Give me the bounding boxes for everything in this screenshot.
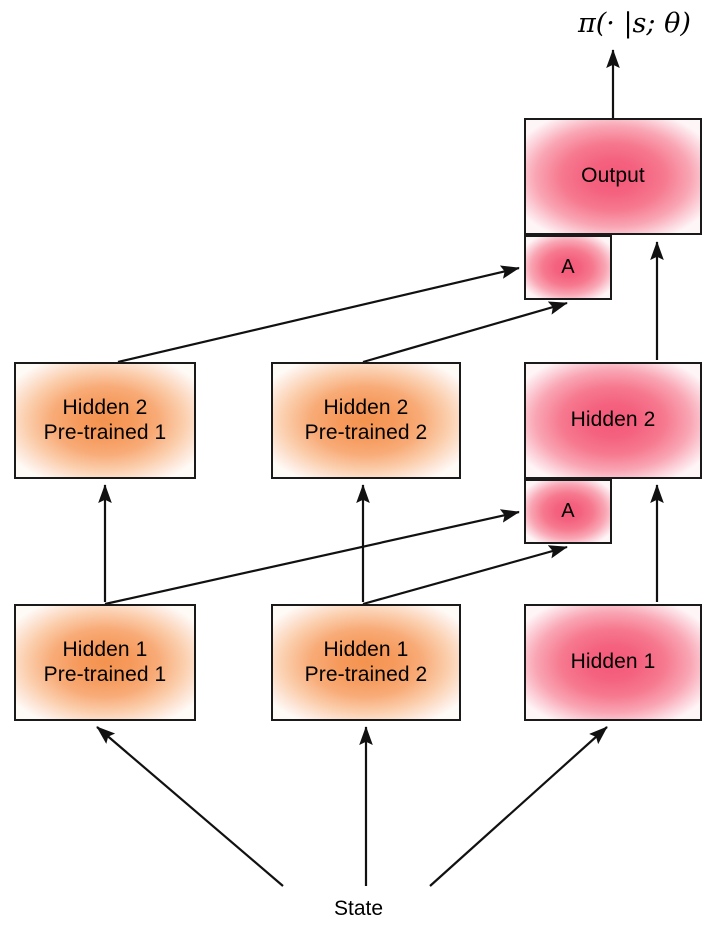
edge-hidden1-pt2-to-adapter-hidden2 bbox=[362, 545, 568, 606]
node-hidden1-pretrained-1[interactable]: Hidden 1 Pre-trained 1 bbox=[14, 604, 196, 721]
node-adapter-output[interactable]: A bbox=[524, 235, 612, 300]
node-hidden2-pretrained-2-label: Hidden 2 Pre-trained 2 bbox=[304, 395, 428, 444]
node-hidden1-pretrained-2-label: Hidden 1 Pre-trained 2 bbox=[304, 637, 428, 686]
node-hidden1-pretrained-2[interactable]: Hidden 1 Pre-trained 2 bbox=[271, 604, 461, 721]
node-hidden2-pretrained-1[interactable]: Hidden 2 Pre-trained 1 bbox=[14, 362, 196, 479]
node-hidden2-pretrained-1-label: Hidden 2 Pre-trained 1 bbox=[43, 395, 167, 444]
edge-hidden2-pt1-to-adapter-output bbox=[117, 265, 520, 364]
node-hidden1-active[interactable]: Hidden 1 bbox=[524, 604, 702, 721]
node-hidden1-active-label: Hidden 1 bbox=[570, 650, 656, 674]
edge-hidden1-pt1-to-adapter-hidden2 bbox=[104, 509, 520, 606]
node-hidden2-active-label: Hidden 2 bbox=[570, 408, 656, 432]
node-hidden2-active[interactable]: Hidden 2 bbox=[524, 362, 702, 479]
node-output-label: Output bbox=[581, 164, 645, 188]
state-input-label: State bbox=[334, 897, 384, 920]
node-adapter-hidden2[interactable]: A bbox=[524, 479, 612, 544]
node-adapter-hidden2-label: A bbox=[561, 499, 575, 522]
node-output[interactable]: Output bbox=[524, 118, 702, 235]
policy-output-label: π(· |s; θ) bbox=[578, 8, 691, 39]
node-hidden2-pretrained-2[interactable]: Hidden 2 Pre-trained 2 bbox=[271, 362, 461, 479]
node-adapter-output-label: A bbox=[561, 255, 575, 278]
node-hidden1-pretrained-1-label: Hidden 1 Pre-trained 1 bbox=[43, 637, 167, 686]
edge-state-to-hidden1-active bbox=[429, 726, 608, 887]
edge-hidden2-pt2-to-adapter-output bbox=[362, 301, 568, 364]
edge-state-to-hidden1-pretrained-1 bbox=[96, 726, 284, 887]
